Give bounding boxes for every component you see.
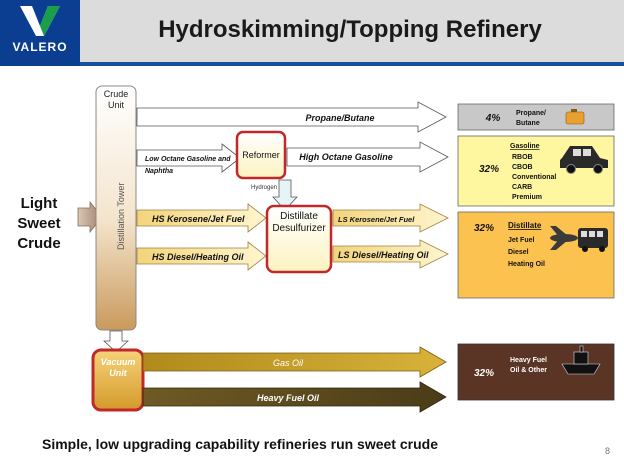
bus-icon [578, 228, 608, 252]
gasoline-percent: 32% [479, 164, 499, 175]
gasoline-item-cbob: CBOB [512, 164, 533, 171]
gas-oil-label: Gas Oil [273, 358, 304, 368]
header-rule [80, 62, 624, 66]
ls-diesel-arrow [332, 239, 449, 269]
distillate-heading: Distillate [508, 221, 542, 230]
page-number: 8 [605, 446, 611, 456]
gasoline-item-conventional: Conventional [512, 174, 556, 181]
airplane-icon [550, 226, 578, 250]
lpg-percent: 4% [485, 113, 501, 124]
propane-butane-arrow [136, 101, 447, 133]
hydrogen-arrow [272, 179, 298, 211]
gasoline-item-rbob: RBOB [512, 154, 533, 161]
hs-kerosene-arrow [136, 203, 267, 233]
vacuum-unit-label-line2: Unit [109, 368, 127, 378]
hs-diesel-label: HS Diesel/Heating Oil [152, 252, 244, 262]
header-band [0, 0, 624, 66]
propane-butane-label: Propane/Butane [305, 113, 374, 123]
ls-diesel-label: LS Diesel/Heating Oil [338, 250, 429, 260]
vacuum-unit [91, 348, 145, 412]
desulfurizer-label-line1: Distillate [280, 211, 318, 222]
feed-label: Light Sweet Crude [10, 194, 68, 254]
ls-kerosene-arrow [332, 203, 449, 233]
desulfurizer-unit [265, 204, 333, 274]
page-title: Hydroskimming/Topping Refinery [158, 16, 542, 43]
feed-label-line2: Sweet [17, 215, 61, 232]
desulfurizer-label-line2: Desulfurizer [272, 223, 326, 234]
valero-v-icon [20, 6, 60, 36]
valero-logo: VALERO [0, 0, 80, 66]
heavy-fuel-arrow [142, 381, 447, 413]
reformer-unit [235, 130, 287, 180]
logo-text: VALERO [12, 40, 68, 54]
crude-unit-label-line1: Crude [104, 89, 129, 99]
distillation-tower-label: Distillation Tower [116, 183, 126, 250]
distillation-tower [95, 85, 137, 331]
distillate-item-diesel: Diesel [508, 249, 529, 256]
lpg-product-box [457, 103, 615, 131]
reformer-label: Reformer [242, 150, 280, 160]
lpg-label-line2: Butane [516, 120, 540, 127]
car-icon [560, 146, 608, 174]
low-octane-label-line2: Naphtha [145, 168, 173, 175]
heavy-fuel-product-line2: Oil & Other [510, 367, 547, 374]
high-octane-label: High Octane Gasoline [299, 152, 393, 162]
feed-label-line3: Crude [17, 235, 61, 252]
heavy-fuel-percent: 32% [474, 368, 494, 379]
ship-icon [561, 345, 601, 375]
hs-diesel-arrow [136, 241, 267, 271]
vacuum-feed-arrow [102, 330, 130, 353]
propane-tank-icon [565, 109, 585, 125]
hs-kerosene-label: HS Kerosene/Jet Fuel [152, 214, 245, 224]
lpg-label-line1: Propane/ [516, 110, 546, 117]
high-octane-arrow [286, 141, 449, 173]
distillate-item-heating: Heating Oil [508, 261, 545, 268]
footer-caption: Simple, low upgrading capability refiner… [42, 436, 438, 452]
vacuum-unit-label-line1: Vacuum [101, 357, 136, 367]
low-octane-label-line1: Low Octane Gasoline and [145, 156, 231, 163]
distillate-percent: 32% [474, 223, 494, 234]
heavy-fuel-product-line1: Heavy Fuel [510, 357, 547, 364]
ls-kerosene-label: LS Kerosene/Jet Fuel [338, 215, 415, 224]
hydrogen-label: Hydrogen [251, 185, 277, 191]
low-octane-arrow [136, 143, 241, 173]
gasoline-item-premium: Premium [512, 194, 542, 201]
feed-label-line1: Light [20, 195, 58, 212]
heavy-fuel-label: Heavy Fuel Oil [257, 393, 320, 403]
gasoline-item-carb: CARB [512, 184, 532, 191]
gas-oil-arrow [142, 346, 447, 378]
distillate-product-box [457, 211, 615, 299]
gasoline-heading: Gasoline [510, 143, 540, 150]
crude-unit-label-line2: Unit [108, 100, 125, 110]
distillate-item-jet: Jet Fuel [508, 237, 535, 244]
